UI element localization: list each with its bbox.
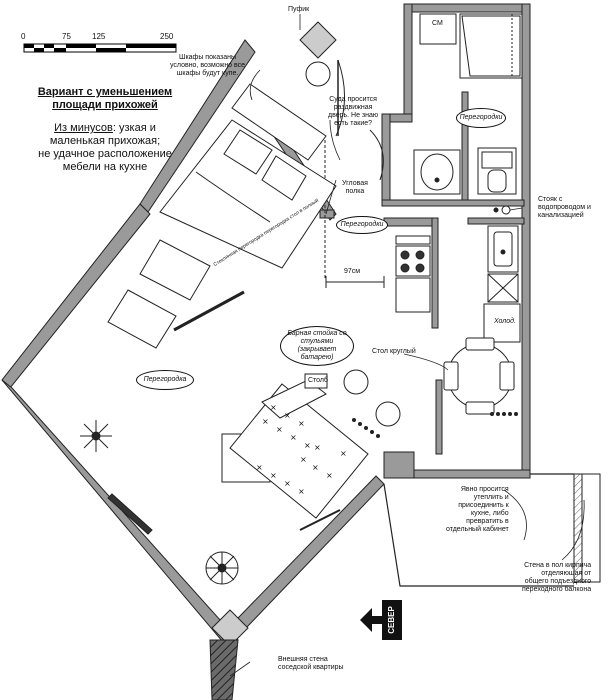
svg-text:×: × [270, 471, 277, 480]
svg-text:×: × [284, 411, 291, 420]
minus-line-2: маленькая прихожая; [49, 135, 161, 147]
title-line-1: Вариант с уменьшением [37, 86, 173, 98]
bathtub [459, 13, 523, 79]
dishwasher [487, 273, 519, 303]
svg-text:×: × [262, 417, 269, 426]
svg-text:×: × [290, 433, 297, 442]
minus-title: Из минусов [54, 122, 113, 134]
label-north: СЕВЕР [386, 606, 396, 634]
scale-label-125: 125 [92, 32, 106, 41]
label-dimension-97: 97см [344, 268, 361, 275]
plant-1 [80, 420, 112, 452]
oval-partition-top: Перегородки [456, 108, 506, 128]
svg-text:×: × [298, 419, 305, 428]
fridge [483, 303, 521, 343]
svg-text:×: × [276, 425, 283, 434]
pufik [305, 61, 331, 87]
scale-label-75: 75 [62, 32, 71, 41]
walls [1, 3, 531, 649]
oval-partition-left: Перегородка [136, 370, 194, 390]
minus-line-1: : узкая и [112, 122, 156, 134]
label-column: Столб [308, 377, 329, 384]
svg-text:×: × [326, 471, 333, 480]
north-arrow [360, 600, 402, 640]
washing-machine [419, 13, 457, 45]
minus-line-3: не удачное расположение [38, 148, 172, 160]
tv [107, 493, 153, 535]
title-line-2: площади прихожей [52, 99, 158, 111]
svg-text:×: × [304, 441, 311, 450]
sofa-dots: ×××××××××××××××× [256, 403, 347, 496]
neighbour-wall [209, 639, 239, 700]
round-table [443, 337, 515, 415]
label-round-table: Стол круглый [372, 348, 416, 355]
wardrobes [107, 83, 327, 349]
svg-text:×: × [312, 463, 319, 472]
svg-text:×: × [340, 449, 347, 458]
pointer-lines [229, 14, 585, 677]
glass-partition [173, 290, 245, 332]
balcony-door [299, 509, 341, 531]
label-fridge: Холод. [494, 318, 516, 325]
svg-text:×: × [270, 403, 277, 412]
svg-text:×: × [300, 455, 307, 464]
svg-text:×: × [314, 443, 321, 452]
scale-bar [23, 43, 177, 53]
radiator-kitchen [490, 412, 518, 416]
svg-text:×: × [256, 463, 263, 472]
washbasin [413, 149, 461, 195]
svg-text:×: × [298, 487, 305, 496]
scale-label-250: 250 [160, 32, 174, 41]
oval-partition-mid: Перегородки [336, 216, 388, 234]
riser [493, 205, 511, 215]
radiator-living [352, 418, 380, 438]
bed [159, 119, 337, 269]
title-block: Вариант с уменьшением площади прихожей И… [20, 86, 190, 174]
scale-label-0: 0 [21, 32, 26, 41]
sofa [229, 379, 369, 519]
kitchen-cabinet [395, 277, 431, 313]
stove [395, 235, 431, 277]
label-pufik: Пуфик [288, 6, 310, 13]
sink [487, 225, 519, 273]
toilet [477, 147, 517, 195]
plant-2 [205, 551, 239, 585]
bar-chairs [343, 369, 401, 427]
minus-line-4: мебели на кухне [62, 161, 148, 173]
column [304, 373, 328, 389]
svg-text:×: × [284, 479, 291, 488]
label-washing-machine: СМ [432, 20, 443, 27]
